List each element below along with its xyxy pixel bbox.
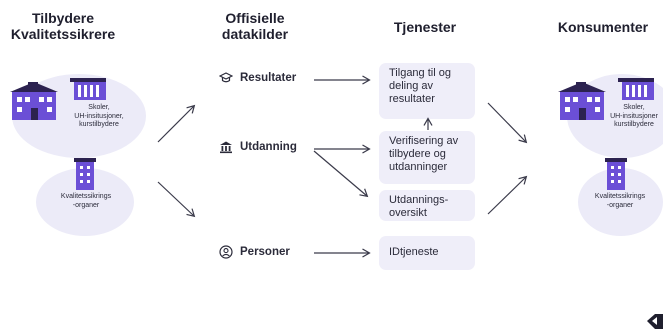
providers-schools-line2: UH-insitusjoner, — [74, 112, 124, 120]
logo-icon — [647, 314, 663, 329]
services-title: Tjenester — [380, 19, 470, 35]
consumers-schools-line2: UH-insitusjoner — [610, 112, 658, 120]
providers-schools-line3: kurstilbydere — [79, 121, 119, 128]
service-tilgang-line2: deling av — [389, 80, 434, 92]
consumers-qa-line2: -organer — [606, 201, 634, 209]
person-icon — [219, 245, 233, 259]
source-utdanning-label: Utdanning — [240, 141, 297, 153]
service-tilgang: Tilgang til og deling av resultater — [379, 63, 475, 119]
source-utdanning: Utdanning — [219, 140, 297, 154]
sources-title-line1: Offisielle — [225, 10, 285, 26]
service-utdanningsoversikt: Utdannings- oversikt — [379, 190, 475, 221]
providers-schools-line1: Skoler, — [88, 104, 110, 111]
service-tilgang-line1: Tilgang til og — [389, 67, 451, 79]
service-verifisering-line1: Verifisering av — [389, 135, 459, 147]
arrow-providers-to-resultater — [157, 106, 194, 143]
service-tilgang-line3: resultater — [389, 93, 435, 105]
services-title-line1: Tjenester — [393, 19, 457, 35]
source-resultater-label: Resultater — [240, 72, 297, 84]
arrow-utdanning-to-oversikt — [313, 150, 367, 196]
office-building-icon — [74, 158, 96, 190]
arrow-oversikt-to-consumers — [487, 177, 526, 215]
service-verifisering-line3: utdanninger — [389, 161, 448, 173]
providers-qa-line2: -organer — [72, 201, 100, 209]
consumers-qa-line1: Kvalitetssikrings — [594, 193, 646, 200]
graduation-cap-icon — [219, 71, 233, 85]
providers-qa-line1: Kvalitetssikrings — [60, 193, 112, 200]
providers-schools-label: Skoler, UH-insitusjoner, kurstilbydere — [64, 104, 134, 130]
providers-title-line1: Tilbydere — [32, 10, 94, 26]
consumers-qa-label: Kvalitetssikrings -organer — [582, 193, 658, 210]
source-resultater: Resultater — [219, 71, 296, 85]
consumers-title-line1: Konsumenter — [557, 19, 649, 35]
institution-icon — [219, 140, 233, 154]
source-personer: Personer — [219, 245, 290, 259]
office-building-icon — [605, 158, 627, 190]
school-building-icon — [558, 78, 654, 120]
consumers-title: Konsumenter — [549, 19, 657, 35]
school-building-icon — [10, 78, 106, 120]
arrow-tilgang-to-consumers — [487, 102, 526, 142]
service-idtjeneste: IDtjeneste — [379, 236, 475, 270]
consumers-schools-label: Skoler, UH-insitusjoner kurstilbydere — [605, 104, 663, 130]
source-personer-label: Personer — [240, 246, 290, 258]
consumers-schools-line3: kurstilbydere — [614, 121, 654, 128]
service-verifisering: Verifisering av tilbydere og utdanninger — [379, 131, 475, 184]
service-utdanningsoversikt-line1: Utdannings- — [389, 194, 449, 206]
sources-title: Offisielle datakilder — [210, 10, 300, 42]
providers-title-line2: Kvalitetssikrere — [10, 26, 116, 42]
arrow-providers-to-personer — [157, 181, 194, 216]
service-idtjeneste-line1: IDtjeneste — [389, 246, 439, 258]
service-verifisering-line2: tilbydere og — [389, 148, 446, 160]
providers-qa-label: Kvalitetssikrings -organer — [48, 193, 124, 210]
providers-title: Tilbydere Kvalitetssikrere — [0, 10, 126, 42]
service-utdanningsoversikt-line2: oversikt — [389, 207, 427, 219]
consumers-schools-line1: Skoler, — [623, 104, 645, 111]
sources-title-line2: datakilder — [221, 26, 289, 42]
